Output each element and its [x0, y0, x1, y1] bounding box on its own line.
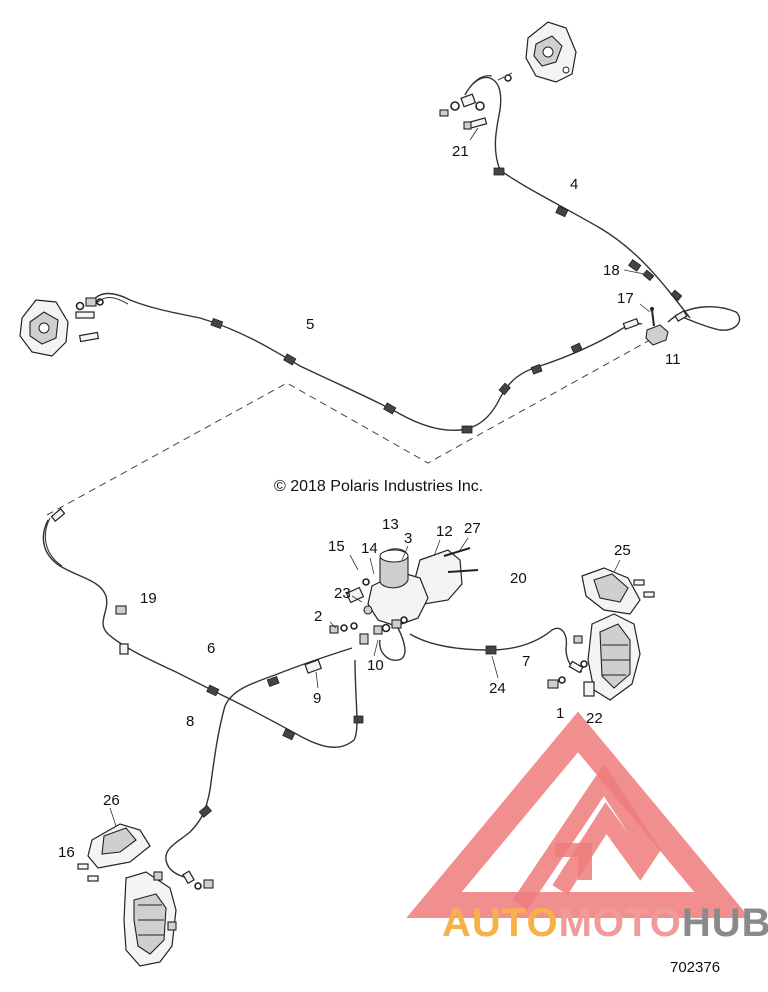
watermark-hub: HUB	[682, 901, 768, 945]
callout-22: 22	[586, 710, 603, 727]
callout-18: 18	[603, 262, 620, 279]
callout-20: 20	[510, 570, 527, 587]
brake-line-8	[165, 647, 353, 885]
callout-12: 12	[436, 523, 453, 540]
callout-23: 23	[334, 585, 351, 602]
callout-8: 8	[186, 713, 194, 730]
callout-17: 17	[617, 290, 634, 307]
document-number: 702376	[670, 959, 720, 976]
callout-11: 11	[665, 351, 681, 368]
brake-line-4	[464, 75, 691, 319]
caliper-upper-right	[504, 21, 577, 83]
callout-14: 14	[361, 540, 378, 557]
brake-line-6	[42, 507, 364, 748]
callout-19: 19	[140, 590, 157, 607]
callout-leaders	[109, 269, 651, 827]
line-loop-11	[667, 306, 741, 331]
callout-4: 4	[570, 176, 578, 193]
watermark-moto: MOTO	[559, 901, 682, 945]
callout-labels: 1 2 3 4 5 6 7 8 9 10 11 12 13 14 15 16 1…	[58, 143, 681, 861]
brake-line-5	[91, 292, 643, 434]
callout-15: 15	[328, 538, 345, 555]
watermark-auto: AUTO	[442, 901, 559, 945]
callout-1: 1	[556, 705, 564, 722]
callout-7: 7	[522, 653, 530, 670]
callout-21: 21	[452, 143, 469, 160]
watermark-logo	[406, 711, 750, 918]
fitting-19	[115, 605, 129, 655]
junction-block-11	[645, 307, 669, 346]
caliper-upper-left	[19, 297, 104, 357]
callout-10: 10	[367, 657, 384, 674]
reference-dash-lines	[46, 72, 651, 516]
callout-13: 13	[382, 516, 399, 533]
master-cylinder-assembly	[304, 547, 479, 674]
fittings-21	[439, 93, 488, 141]
callout-24: 24	[489, 680, 506, 697]
callout-6: 6	[207, 640, 215, 657]
watermark-brand: AUTOMOTOHUB	[442, 901, 768, 945]
callout-26: 26	[103, 792, 120, 809]
callout-9: 9	[313, 690, 321, 707]
callout-3: 3	[404, 530, 412, 547]
callout-25: 25	[614, 542, 631, 559]
callout-27: 27	[464, 520, 481, 537]
caliper-lower-right	[547, 567, 655, 701]
callout-16: 16	[58, 844, 75, 861]
copyright-notice: © 2018 Polaris Industries Inc.	[274, 478, 483, 495]
callout-5: 5	[306, 316, 314, 333]
brake-line-7	[409, 627, 584, 674]
caliper-lower-left	[77, 823, 214, 967]
callout-2: 2	[314, 608, 322, 625]
